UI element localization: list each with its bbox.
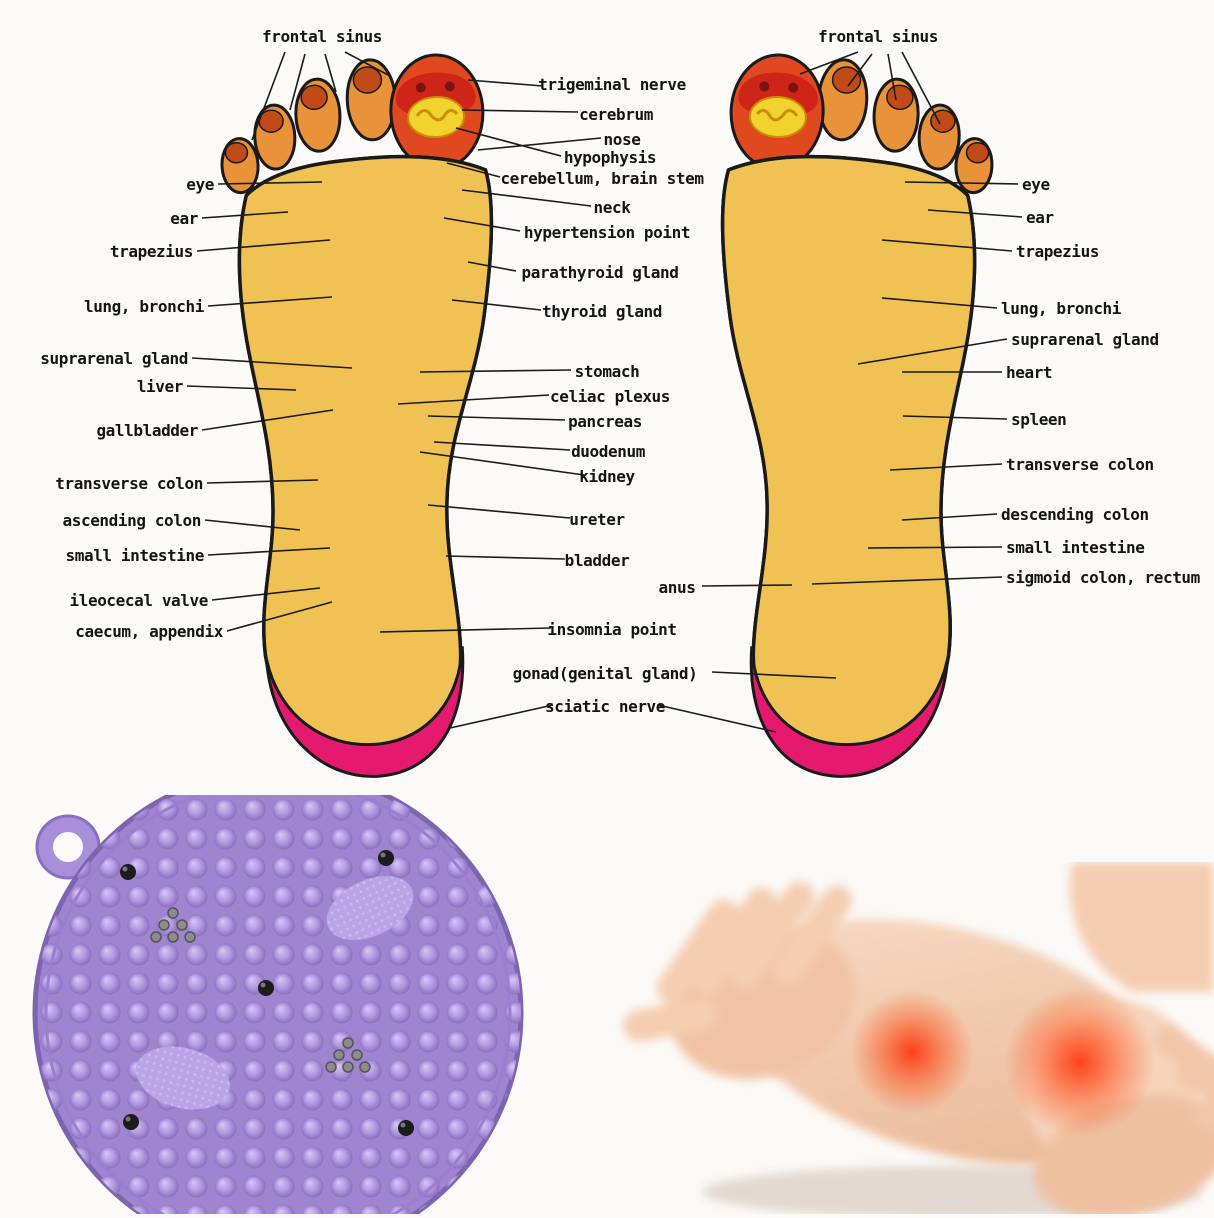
acupressure-mat bbox=[8, 795, 553, 1214]
label-sciatic-nerve: sciatic nerve bbox=[545, 698, 665, 716]
label-neck: neck bbox=[594, 199, 631, 217]
pain-glow bbox=[1005, 987, 1155, 1137]
label-right-ear: ear bbox=[1026, 209, 1054, 227]
label-duodenum: duodenum bbox=[571, 443, 645, 461]
label-right-descending-colon: descending colon bbox=[1001, 506, 1149, 524]
label-left-caecum-appendix: caecum, appendix bbox=[75, 623, 223, 641]
label-left-transverse-colon: transverse colon bbox=[55, 475, 203, 493]
label-right-lung-bronchi: lung, bronchi bbox=[1001, 300, 1121, 318]
label-left-lung-bronchi: lung, bronchi bbox=[84, 298, 204, 316]
label-left-small-intestine: small intestine bbox=[66, 547, 205, 565]
label-left-ileocecal-valve: ileocecal valve bbox=[70, 592, 209, 610]
label-left-ascending-colon: ascending colon bbox=[63, 512, 202, 530]
label-right-eye: eye bbox=[1022, 176, 1050, 194]
label-right-small-intestine: small intestine bbox=[1006, 539, 1145, 557]
label-right-sigmoid-colon: sigmoid colon, rectum bbox=[1006, 569, 1200, 587]
label-right-spleen: spleen bbox=[1011, 411, 1066, 429]
label-nose: nose bbox=[604, 131, 641, 149]
label-left-gallbladder: gallbladder bbox=[96, 422, 198, 440]
mat-bumps bbox=[35, 795, 521, 1214]
label-kidney: kidney bbox=[579, 468, 634, 486]
label-celiac-plexus: celiac plexus bbox=[550, 388, 670, 406]
big-toe bbox=[388, 53, 485, 171]
label-parathyroid-gland: parathyroid gland bbox=[522, 264, 679, 282]
mat-svg bbox=[8, 795, 553, 1214]
leg bbox=[1070, 862, 1214, 992]
pain-glow bbox=[850, 990, 974, 1114]
label-cerebellum-brain-stem: cerebellum, brain stem bbox=[500, 170, 703, 188]
label-right-heart: heart bbox=[1006, 364, 1052, 382]
label-thyroid-gland: thyroid gland bbox=[542, 303, 662, 321]
label-bladder: bladder bbox=[565, 552, 630, 570]
photo-svg bbox=[612, 862, 1214, 1214]
label-right-transverse-colon: transverse colon bbox=[1006, 456, 1154, 474]
label-gonad: gonad(genital gland) bbox=[513, 665, 698, 683]
foot-reflexology-chart: frontal sinus eye ear trapezius lung, br… bbox=[0, 0, 1214, 795]
label-left-ear: ear bbox=[170, 210, 198, 228]
label-right-trapezius: trapezius bbox=[1016, 243, 1099, 261]
label-anus: anus bbox=[659, 579, 696, 597]
label-insomnia-point: insomnia point bbox=[547, 621, 676, 639]
label-left-liver: liver bbox=[137, 378, 183, 396]
label-left-trapezius: trapezius bbox=[110, 243, 193, 261]
label-left-eye: eye bbox=[186, 176, 214, 194]
label-right-suprarenal: suprarenal gland bbox=[1011, 331, 1159, 349]
label-left-frontal-sinus: frontal sinus bbox=[262, 28, 382, 46]
label-cerebrum: cerebrum bbox=[579, 106, 653, 124]
label-hypophysis: hypophysis bbox=[564, 149, 656, 167]
label-right-frontal-sinus: frontal sinus bbox=[818, 28, 938, 46]
label-left-suprarenal: suprarenal gland bbox=[40, 350, 188, 368]
label-stomach: stomach bbox=[575, 363, 640, 381]
label-hypertension-point: hypertension point bbox=[524, 224, 690, 242]
foot-massage-photo bbox=[612, 862, 1214, 1214]
label-ureter: ureter bbox=[569, 511, 624, 529]
label-trigeminal-nerve: trigeminal nerve bbox=[538, 76, 686, 94]
label-pancreas: pancreas bbox=[568, 413, 642, 431]
